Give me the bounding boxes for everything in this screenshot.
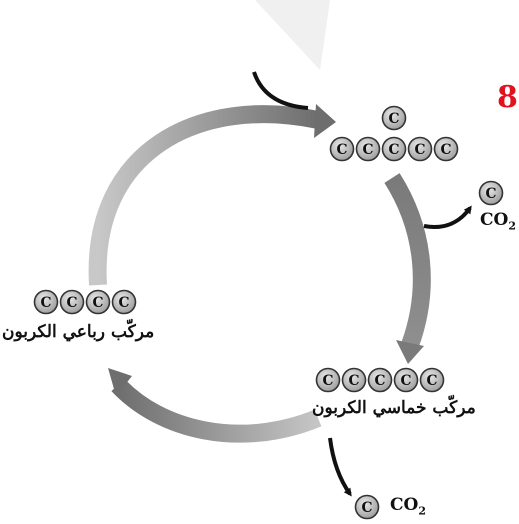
cycle-arrowhead-to-5c bbox=[396, 340, 424, 364]
carbon-atom-symbol: C bbox=[363, 142, 374, 158]
cycle-arrowhead-to-4c bbox=[108, 368, 132, 396]
co2-label-1: CO2 bbox=[480, 210, 516, 232]
carbon-atom-symbol: C bbox=[93, 295, 104, 311]
carbon-atom-circle bbox=[59, 289, 85, 315]
carbon-atom-symbol: C bbox=[41, 295, 52, 311]
carbon-atom-circle bbox=[419, 367, 445, 393]
co2-carbon-atom-circle bbox=[354, 494, 380, 520]
carbon-atom-symbol: C bbox=[427, 373, 438, 389]
carbon-atom-circle bbox=[341, 367, 367, 393]
carbon-atom-circle bbox=[315, 367, 341, 393]
carbon-atom-symbol: C bbox=[389, 142, 400, 158]
carbon-atom-circle bbox=[407, 136, 433, 162]
input-arrow bbox=[252, 71, 309, 110]
carbon-atom-symbol: C bbox=[441, 142, 452, 158]
co2-release-arrow-1 bbox=[423, 205, 472, 229]
cycle-arrows bbox=[88, 104, 431, 443]
carbon-atom-circle bbox=[111, 289, 137, 315]
five-carbon-label: مركّب خماسي الكربون bbox=[312, 398, 476, 418]
carbon-atom-circle bbox=[85, 289, 111, 315]
carbon-atom-symbol: C bbox=[323, 373, 334, 389]
carbon-atom-symbol: C bbox=[389, 111, 400, 127]
carbon-atom-circle bbox=[355, 136, 381, 162]
carbon-atom-symbol: C bbox=[375, 373, 386, 389]
carbon-atom-circle bbox=[367, 367, 393, 393]
carbon-atom-symbol: C bbox=[337, 142, 348, 158]
cycle-arrowhead-to-6c bbox=[314, 104, 336, 138]
cycle-arrow-6c-to-5c bbox=[384, 173, 431, 349]
carbon-atom-symbol: C bbox=[415, 142, 426, 158]
co2-carbon-atom-circle bbox=[478, 180, 504, 206]
co2-text: CO bbox=[390, 495, 419, 515]
carbon-atom-circle bbox=[393, 367, 419, 393]
carbon-atom-circle bbox=[33, 289, 59, 315]
carbon-atom-circle bbox=[381, 136, 407, 162]
carbon-atom-symbol: C bbox=[119, 295, 130, 311]
co2-text: CO bbox=[480, 210, 509, 230]
co2-carbon-atom-symbol: C bbox=[362, 500, 373, 516]
co2-carbon-atom-symbol: C bbox=[486, 186, 497, 202]
cycle-arrow-5c-to-4c bbox=[111, 378, 322, 443]
co2-subscript: 2 bbox=[508, 219, 516, 233]
co2-label-2: CO2 bbox=[390, 495, 426, 517]
four-carbon-label: مركّب رباعي الكربون bbox=[2, 322, 155, 342]
carbon-atom-symbol: C bbox=[67, 295, 78, 311]
carbon-atom-circle bbox=[433, 136, 459, 162]
co2-release-arrow-2 bbox=[328, 437, 352, 497]
co2-atoms: CC bbox=[354, 180, 504, 520]
carbon-atom-circle bbox=[329, 136, 355, 162]
co2-subscript: 2 bbox=[418, 504, 426, 518]
carbon-atom-symbol: C bbox=[349, 373, 360, 389]
carbon-atom-symbol: C bbox=[401, 373, 412, 389]
problem-number: 8 bbox=[497, 80, 518, 115]
carbon-atom-circle bbox=[381, 105, 407, 131]
cycle-arrow-4c-to-6c bbox=[88, 105, 320, 286]
background-shade bbox=[255, 0, 330, 70]
